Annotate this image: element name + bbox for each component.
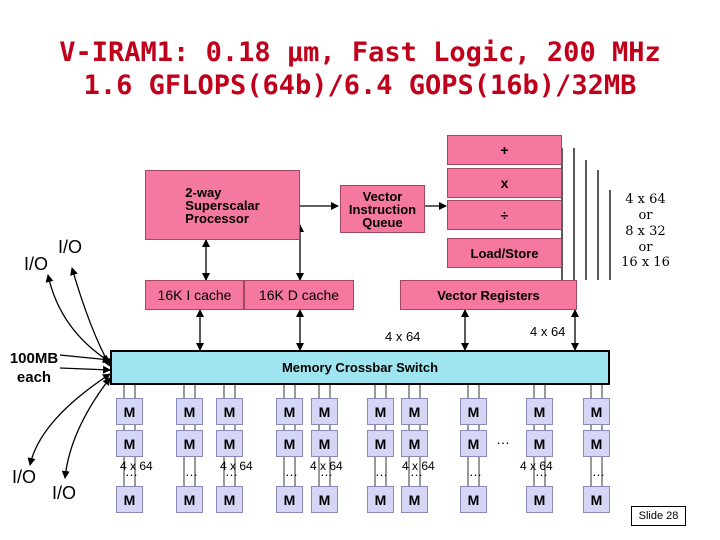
memory-ellipsis: … bbox=[375, 464, 388, 479]
memory-module: M bbox=[116, 486, 143, 513]
memory-module: M bbox=[276, 486, 303, 513]
memory-width-label: 4 x 64 bbox=[402, 459, 435, 473]
memory-module: M bbox=[401, 486, 428, 513]
io-top-arrow-2 bbox=[70, 267, 111, 367]
div-label: ÷ bbox=[500, 207, 509, 223]
lanes-line-2: or bbox=[638, 207, 653, 223]
memory-module: M bbox=[311, 430, 338, 457]
vector-registers: Vector Registers bbox=[400, 280, 577, 310]
io-label-bottom-right: I/O bbox=[52, 483, 77, 503]
memory-ellipsis: … bbox=[592, 464, 605, 479]
memory-module: M bbox=[460, 398, 487, 425]
memory-ellipsis: … bbox=[225, 464, 238, 479]
memory-ellipsis: … bbox=[410, 464, 423, 479]
vector-mul-unit: x bbox=[447, 168, 562, 198]
slide-title: V-IRAM1: 0.18 µm, Fast Logic, 200 MHz 1.… bbox=[0, 36, 720, 102]
memory-module: M bbox=[367, 398, 394, 425]
vector-load-store-unit: Load/Store bbox=[447, 238, 562, 268]
add-label: + bbox=[500, 142, 509, 158]
memory-module: M bbox=[583, 486, 610, 513]
memory-module: M bbox=[176, 430, 203, 457]
title-line-2: 1.6 GFLOPS(64b)/6.4 GOPS(16b)/32MB bbox=[83, 70, 637, 101]
icache: 16K I cache bbox=[145, 280, 244, 310]
memory-note: 100MB each bbox=[4, 350, 64, 388]
memory-module: M bbox=[176, 486, 203, 513]
memory-ellipsis: … bbox=[285, 464, 298, 479]
vector-registers-label: Vector Registers bbox=[437, 287, 540, 303]
memory-module: M bbox=[176, 398, 203, 425]
proc-label-2: Superscalar bbox=[185, 197, 260, 213]
memory-width-label: 4 x 64 bbox=[520, 459, 553, 473]
memory-width-label: 4 x 64 bbox=[120, 459, 153, 473]
vector-instruction-queue: Vector Instruction Queue bbox=[340, 185, 425, 233]
vector-add-unit: + bbox=[447, 135, 562, 165]
title-line-1: V-IRAM1: 0.18 µm, Fast Logic, 200 MHz bbox=[59, 37, 661, 68]
memory-module: M bbox=[311, 486, 338, 513]
mul-label: x bbox=[500, 175, 509, 191]
memory-module: M bbox=[460, 430, 487, 457]
memory-module: M bbox=[276, 398, 303, 425]
memory-ellipsis: … bbox=[125, 464, 138, 479]
lanes-line-5: 16 x 16 bbox=[621, 255, 670, 271]
lanes-line-3: 8 x 32 bbox=[625, 223, 666, 239]
vector-div-unit: ÷ bbox=[447, 200, 562, 230]
memory-module: M bbox=[401, 398, 428, 425]
memory-module: M bbox=[216, 398, 243, 425]
memory-crossbar-switch: Memory Crossbar Switch bbox=[110, 350, 610, 385]
memory-module: M bbox=[526, 398, 553, 425]
memory-module: M bbox=[526, 486, 553, 513]
memory-width-label: 4 x 64 bbox=[220, 459, 253, 473]
memory-ellipsis: … bbox=[469, 464, 482, 479]
memory-ellipsis: … bbox=[320, 464, 333, 479]
memory-module: M bbox=[401, 430, 428, 457]
queue-label-2: Instruction bbox=[348, 201, 417, 217]
memory-module: M bbox=[311, 398, 338, 425]
memory-module: M bbox=[460, 486, 487, 513]
load-store-label: Load/Store bbox=[470, 245, 539, 261]
io-label-top-right: I/O bbox=[58, 237, 83, 257]
memory-note-line-2: each bbox=[16, 368, 52, 386]
dcache: 16K D cache bbox=[244, 280, 354, 310]
io-bottom-arrow-2 bbox=[61, 377, 111, 479]
io-label-top-left: I/O bbox=[24, 254, 49, 274]
memory-ellipsis: … bbox=[185, 464, 198, 479]
crossbar-label: Memory Crossbar Switch bbox=[281, 360, 439, 375]
dcache-label: 16K D cache bbox=[258, 287, 340, 303]
memory-module: M bbox=[583, 398, 610, 425]
memory-module: M bbox=[526, 430, 553, 457]
lanes-note: 4 x 64 or 8 x 32 or 16 x 16 bbox=[618, 192, 673, 271]
crossbar-width-right: 4 x 64 bbox=[530, 324, 566, 339]
icache-label: 16K I cache bbox=[157, 287, 232, 303]
io-label-bottom-left: I/O bbox=[12, 467, 37, 487]
lanes-line-4: or bbox=[638, 239, 653, 255]
memory-module: M bbox=[583, 430, 610, 457]
memory-column-ellipsis: … bbox=[496, 431, 510, 447]
memory-width-label: 4 x 64 bbox=[310, 459, 343, 473]
memory-module: M bbox=[276, 430, 303, 457]
proc-label-1: 2-way bbox=[185, 184, 222, 200]
crossbar-width-left: 4 x 64 bbox=[385, 329, 421, 344]
memory-module: M bbox=[367, 486, 394, 513]
memory-module: M bbox=[367, 430, 394, 457]
memory-ellipsis: … bbox=[535, 464, 548, 479]
superscalar-processor: 2-way Superscalar Processor bbox=[145, 170, 300, 240]
memory-module: M bbox=[216, 430, 243, 457]
memory-module: M bbox=[116, 398, 143, 425]
memory-module: M bbox=[116, 430, 143, 457]
queue-label-1: Vector bbox=[362, 188, 403, 204]
lanes-line-1: 4 x 64 bbox=[625, 192, 666, 207]
proc-label-3: Processor bbox=[185, 210, 249, 226]
memory-note-line-1: 100MB bbox=[9, 350, 59, 367]
memory-module: M bbox=[216, 486, 243, 513]
queue-label-3: Queue bbox=[362, 214, 403, 230]
slide-number: Slide 28 bbox=[631, 506, 686, 526]
